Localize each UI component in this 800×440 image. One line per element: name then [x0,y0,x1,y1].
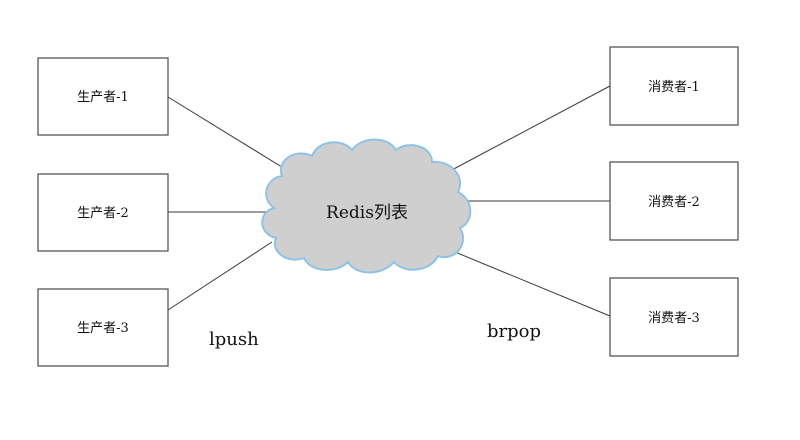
producer-box [37,288,169,367]
lpush-label: lpush [209,329,259,350]
producer-node-1: 生产者-1 [37,57,169,136]
consumer-node-2: 消费者-2 [609,161,739,241]
consumer-node-3: 消费者-3 [609,277,739,357]
producer-label: 生产者-1 [77,90,129,105]
consumer-label: 消费者-3 [648,311,700,326]
producer-node-2: 生产者-2 [37,173,169,252]
consumer-box [609,161,739,241]
consumer-label: 消费者-1 [648,80,700,95]
cloud-label: Redis列表 [326,203,408,223]
producer-box [37,57,169,136]
connectors [167,85,611,317]
producer-label: 生产者-3 [77,321,129,336]
redis-list-cloud: Redis列表 [261,138,472,274]
producer-label: 生产者-2 [77,206,129,221]
brpop-label: brpop [487,321,541,342]
edge-producer-1 [167,96,291,173]
consumer-label: 消费者-2 [648,195,700,210]
consumer-node-1: 消费者-1 [609,46,739,126]
consumer-box [609,46,739,126]
edge-producer-3 [167,241,273,311]
consumer-box [609,277,739,357]
edge-consumer-1 [447,85,611,173]
producer-box [37,173,169,252]
producer-node-3: 生产者-3 [37,288,169,367]
edge-consumer-3 [454,251,611,317]
cloud-shape [261,138,472,274]
